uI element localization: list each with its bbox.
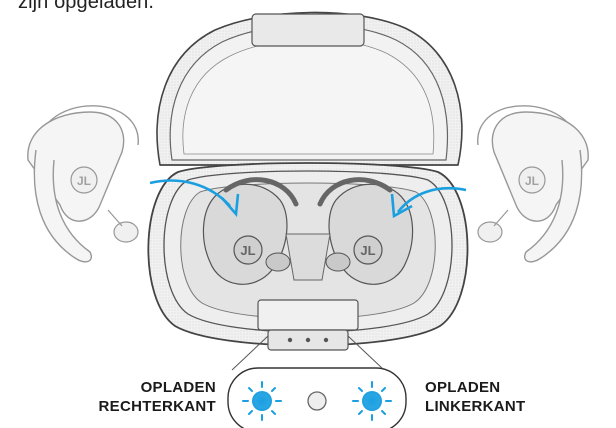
label-right-line2: RECHTERKANT (99, 397, 216, 416)
case-front-panel (258, 300, 358, 350)
label-charging-left: OPLADEN LINKERKANT (425, 378, 526, 416)
svg-text:JL: JL (525, 174, 539, 188)
earbud-left-outside-icon: JL (28, 106, 138, 262)
case-lid (157, 12, 462, 165)
label-charging-right: OPLADEN RECHTERKANT (99, 378, 216, 416)
led-indicator-panel (228, 368, 406, 428)
indicator-dot (324, 338, 328, 342)
case-button-icon (308, 392, 326, 410)
label-left-line2: LINKERKANT (425, 397, 526, 416)
led-right-charging-icon (243, 382, 281, 420)
label-right-line1: OPLADEN (99, 378, 216, 397)
svg-text:JL: JL (77, 174, 91, 188)
led-left-charging-icon (353, 382, 391, 420)
svg-text:JL: JL (360, 243, 375, 258)
svg-text:JL: JL (240, 243, 255, 258)
label-left-line1: OPLADEN (425, 378, 526, 397)
indicator-dot (288, 338, 292, 342)
indicator-dot (306, 338, 310, 342)
earbud-right-outside-icon: JL (478, 106, 588, 262)
